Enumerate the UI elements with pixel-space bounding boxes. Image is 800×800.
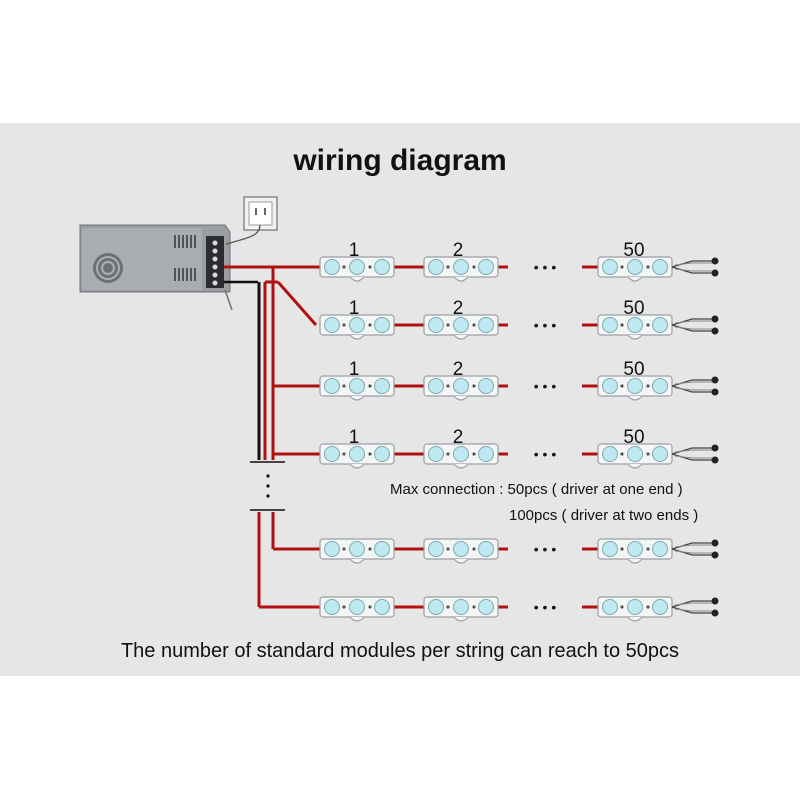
continuation-dots: • • •	[534, 259, 557, 275]
terminal-block	[206, 236, 224, 288]
led-module	[423, 256, 499, 282]
end-connector	[671, 539, 719, 559]
led-string: • • •	[319, 538, 719, 564]
end-connector	[671, 444, 719, 464]
led-module	[597, 375, 673, 401]
bus-wires	[224, 265, 320, 609]
module-number-label: 2	[453, 427, 464, 448]
two-ends-note: 100pcs ( driver at two ends )	[509, 507, 699, 524]
led-string: • • •	[319, 596, 719, 622]
led-module	[597, 596, 673, 622]
led-string: • • • 1 2 50	[319, 298, 719, 340]
continuation-dots: • • •	[534, 446, 557, 462]
caption: The number of standard modules per strin…	[120, 640, 680, 662]
led-module	[423, 596, 499, 622]
led-module	[319, 443, 395, 469]
end-connector	[671, 315, 719, 335]
wall-socket-icon	[225, 196, 278, 245]
module-number-label: 50	[623, 427, 644, 448]
module-number-label: 1	[349, 298, 360, 319]
module-number-label: 2	[453, 240, 464, 261]
led-module	[597, 314, 673, 340]
led-string: • • • 1 2 50	[319, 427, 719, 469]
led-module	[423, 443, 499, 469]
power-supply	[79, 224, 233, 311]
module-number-label: 1	[349, 427, 360, 448]
led-module	[597, 538, 673, 564]
module-number-label: 2	[453, 359, 464, 380]
module-number-label: 50	[623, 298, 644, 319]
end-connector	[671, 597, 719, 617]
module-number-label: 1	[349, 240, 360, 261]
end-connector	[671, 257, 719, 277]
diagram-title: wiring diagram	[293, 144, 507, 177]
continuation-dots: • • •	[534, 378, 557, 394]
end-connector	[671, 376, 719, 396]
led-module	[597, 256, 673, 282]
led-module	[423, 538, 499, 564]
continuation-dots: • • •	[534, 599, 557, 615]
continuation-dots: • • •	[534, 317, 557, 333]
led-module	[319, 538, 395, 564]
led-module	[319, 596, 395, 622]
max-connection-note: Max connection : 50pcs ( driver at one e…	[390, 481, 683, 498]
led-module	[597, 443, 673, 469]
led-string: • • • 1 2 50	[319, 240, 719, 282]
led-module	[319, 314, 395, 340]
diagram-background	[0, 123, 800, 676]
led-string: • • • 1 2 50	[319, 359, 719, 401]
led-module	[423, 314, 499, 340]
led-module	[423, 375, 499, 401]
module-number-label: 50	[623, 359, 644, 380]
led-module	[319, 375, 395, 401]
mains-cable	[225, 224, 261, 245]
module-number-label: 1	[349, 359, 360, 380]
led-module	[319, 256, 395, 282]
continuation-dots: • • •	[534, 541, 557, 557]
module-number-label: 50	[623, 240, 644, 261]
module-number-label: 2	[453, 298, 464, 319]
